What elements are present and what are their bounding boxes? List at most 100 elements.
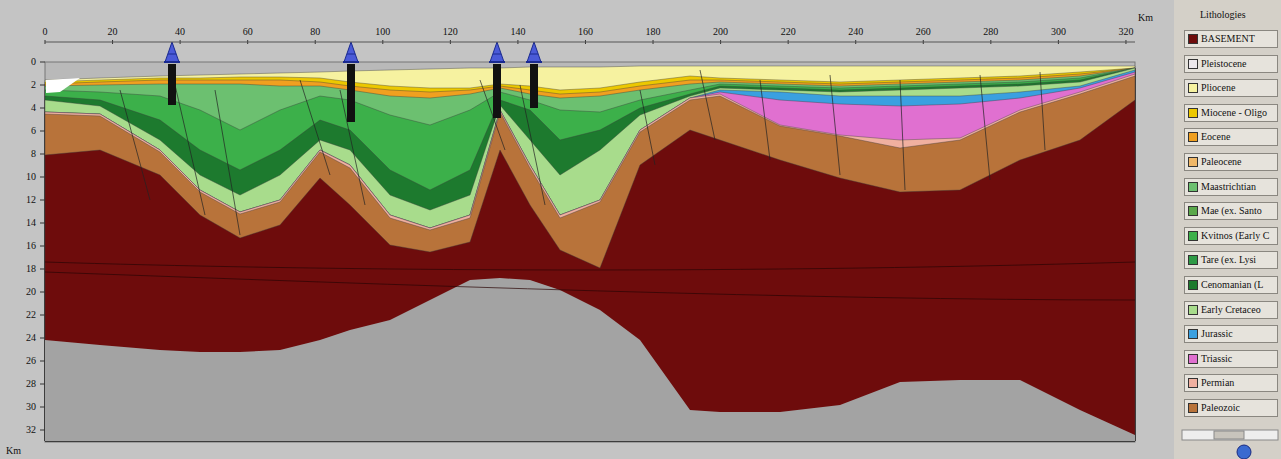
axis-number: 22 [26, 309, 36, 321]
tick [40, 430, 45, 431]
axis-number: 20 [108, 26, 118, 38]
legend-swatch [1188, 83, 1198, 93]
legend-text: Paleozoic [1201, 402, 1240, 414]
axis-number: 180 [646, 26, 661, 38]
axis-number: 6 [31, 125, 36, 137]
fault-line [480, 80, 505, 150]
axis-number: 2 [31, 79, 36, 91]
legend-swatch [1188, 305, 1198, 315]
legend-text: Early Cretaceo [1201, 304, 1261, 316]
axis-number: 14 [26, 217, 36, 229]
legend-item: Permian [1184, 374, 1278, 392]
well-derrick [490, 42, 504, 62]
tick [40, 246, 45, 247]
axis-number: 200 [713, 26, 728, 38]
legend-swatch [1188, 403, 1198, 413]
notch [46, 78, 80, 93]
well-bore [168, 64, 176, 105]
legend-item: Paleozoic [1184, 399, 1278, 417]
well-base [526, 61, 542, 63]
legend-swatch [1188, 59, 1198, 69]
legend-text: Permian [1201, 377, 1234, 389]
axis-number: 220 [781, 26, 796, 38]
axis-number: 16 [26, 240, 36, 252]
tick [40, 407, 45, 408]
legend-item: Cenomanian (L [1184, 276, 1278, 294]
axis-number: 320 [1118, 26, 1133, 38]
axis-number: 80 [310, 26, 320, 38]
legend-item: Pleistocene [1184, 55, 1278, 73]
stratum [45, 68, 1135, 441]
legend-swatch [1188, 34, 1198, 44]
globe-icon [1237, 445, 1251, 459]
axis-number: 60 [243, 26, 253, 38]
stratum [45, 68, 1135, 441]
axis-number: 18 [26, 263, 36, 275]
axis-number: 160 [578, 26, 593, 38]
legend-swatch [1188, 231, 1198, 241]
well-bore [530, 64, 538, 108]
tick [40, 177, 45, 178]
legend-swatch [1188, 182, 1198, 192]
axis-number: 260 [916, 26, 931, 38]
legend-text: Cenomanian (L [1201, 279, 1263, 291]
tick [40, 85, 45, 86]
axis-number: 300 [1051, 26, 1066, 38]
legend-text: BASEMENT [1201, 33, 1255, 45]
reflector [45, 272, 1135, 300]
well-bore [347, 64, 355, 122]
legend-swatch [1188, 157, 1198, 167]
fault-line [175, 85, 205, 215]
fault-line [1040, 72, 1045, 150]
stratum [45, 68, 1135, 441]
legend-item: Pliocene [1184, 79, 1278, 97]
legend-swatch [1188, 280, 1198, 290]
tick [40, 200, 45, 201]
tick [40, 269, 45, 270]
legend-text: Jurassic [1201, 328, 1233, 340]
legend-item: Paleocene [1184, 153, 1278, 171]
legend-text: Miocene - Oligo [1201, 107, 1267, 119]
axis-number: 120 [443, 26, 458, 38]
scroll-thumb [1214, 431, 1244, 439]
axis-number: 0 [31, 56, 36, 68]
tick [40, 108, 45, 109]
axis-number: 40 [175, 26, 185, 38]
fault-line [830, 75, 840, 175]
legend-item: Kvitnos (Early C [1184, 227, 1278, 245]
legend-item: Eocene [1184, 128, 1278, 146]
fault-line [640, 90, 655, 165]
axis-number: 140 [510, 26, 525, 38]
stratum [45, 76, 1135, 441]
legend-item: Tare (ex. Lysi [1184, 251, 1278, 269]
tick [40, 223, 45, 224]
legend-title: Lithologies [1200, 9, 1246, 21]
legend-text: Pliocene [1201, 82, 1235, 94]
legend-text: Pleistocene [1201, 58, 1247, 70]
legend-item: Mae (ex. Santo [1184, 202, 1278, 220]
well-base [343, 61, 359, 63]
axis-number: 0 [43, 26, 48, 38]
tick [40, 131, 45, 132]
well-bore [493, 64, 501, 118]
stratum [45, 74, 1135, 441]
legend-swatch [1188, 108, 1198, 118]
legend-text: Maastrichtian [1201, 181, 1256, 193]
frame [0, 0, 1174, 459]
legend-item: Triassic [1184, 350, 1278, 368]
tick [40, 62, 45, 63]
well-derrick [165, 42, 179, 62]
legend-swatch [1188, 206, 1198, 216]
axis-number: 26 [26, 355, 36, 367]
plot-area [45, 62, 1135, 442]
axis-number: 24 [26, 332, 36, 344]
tick [40, 315, 45, 316]
axis-number: 280 [983, 26, 998, 38]
legend-item: Jurassic [1184, 325, 1278, 343]
legend-text: Triassic [1201, 353, 1232, 365]
fault-line [760, 80, 770, 160]
tick [40, 361, 45, 362]
legend-controls [1174, 424, 1281, 459]
legend-swatch [1188, 329, 1198, 339]
fault-line [900, 80, 905, 190]
